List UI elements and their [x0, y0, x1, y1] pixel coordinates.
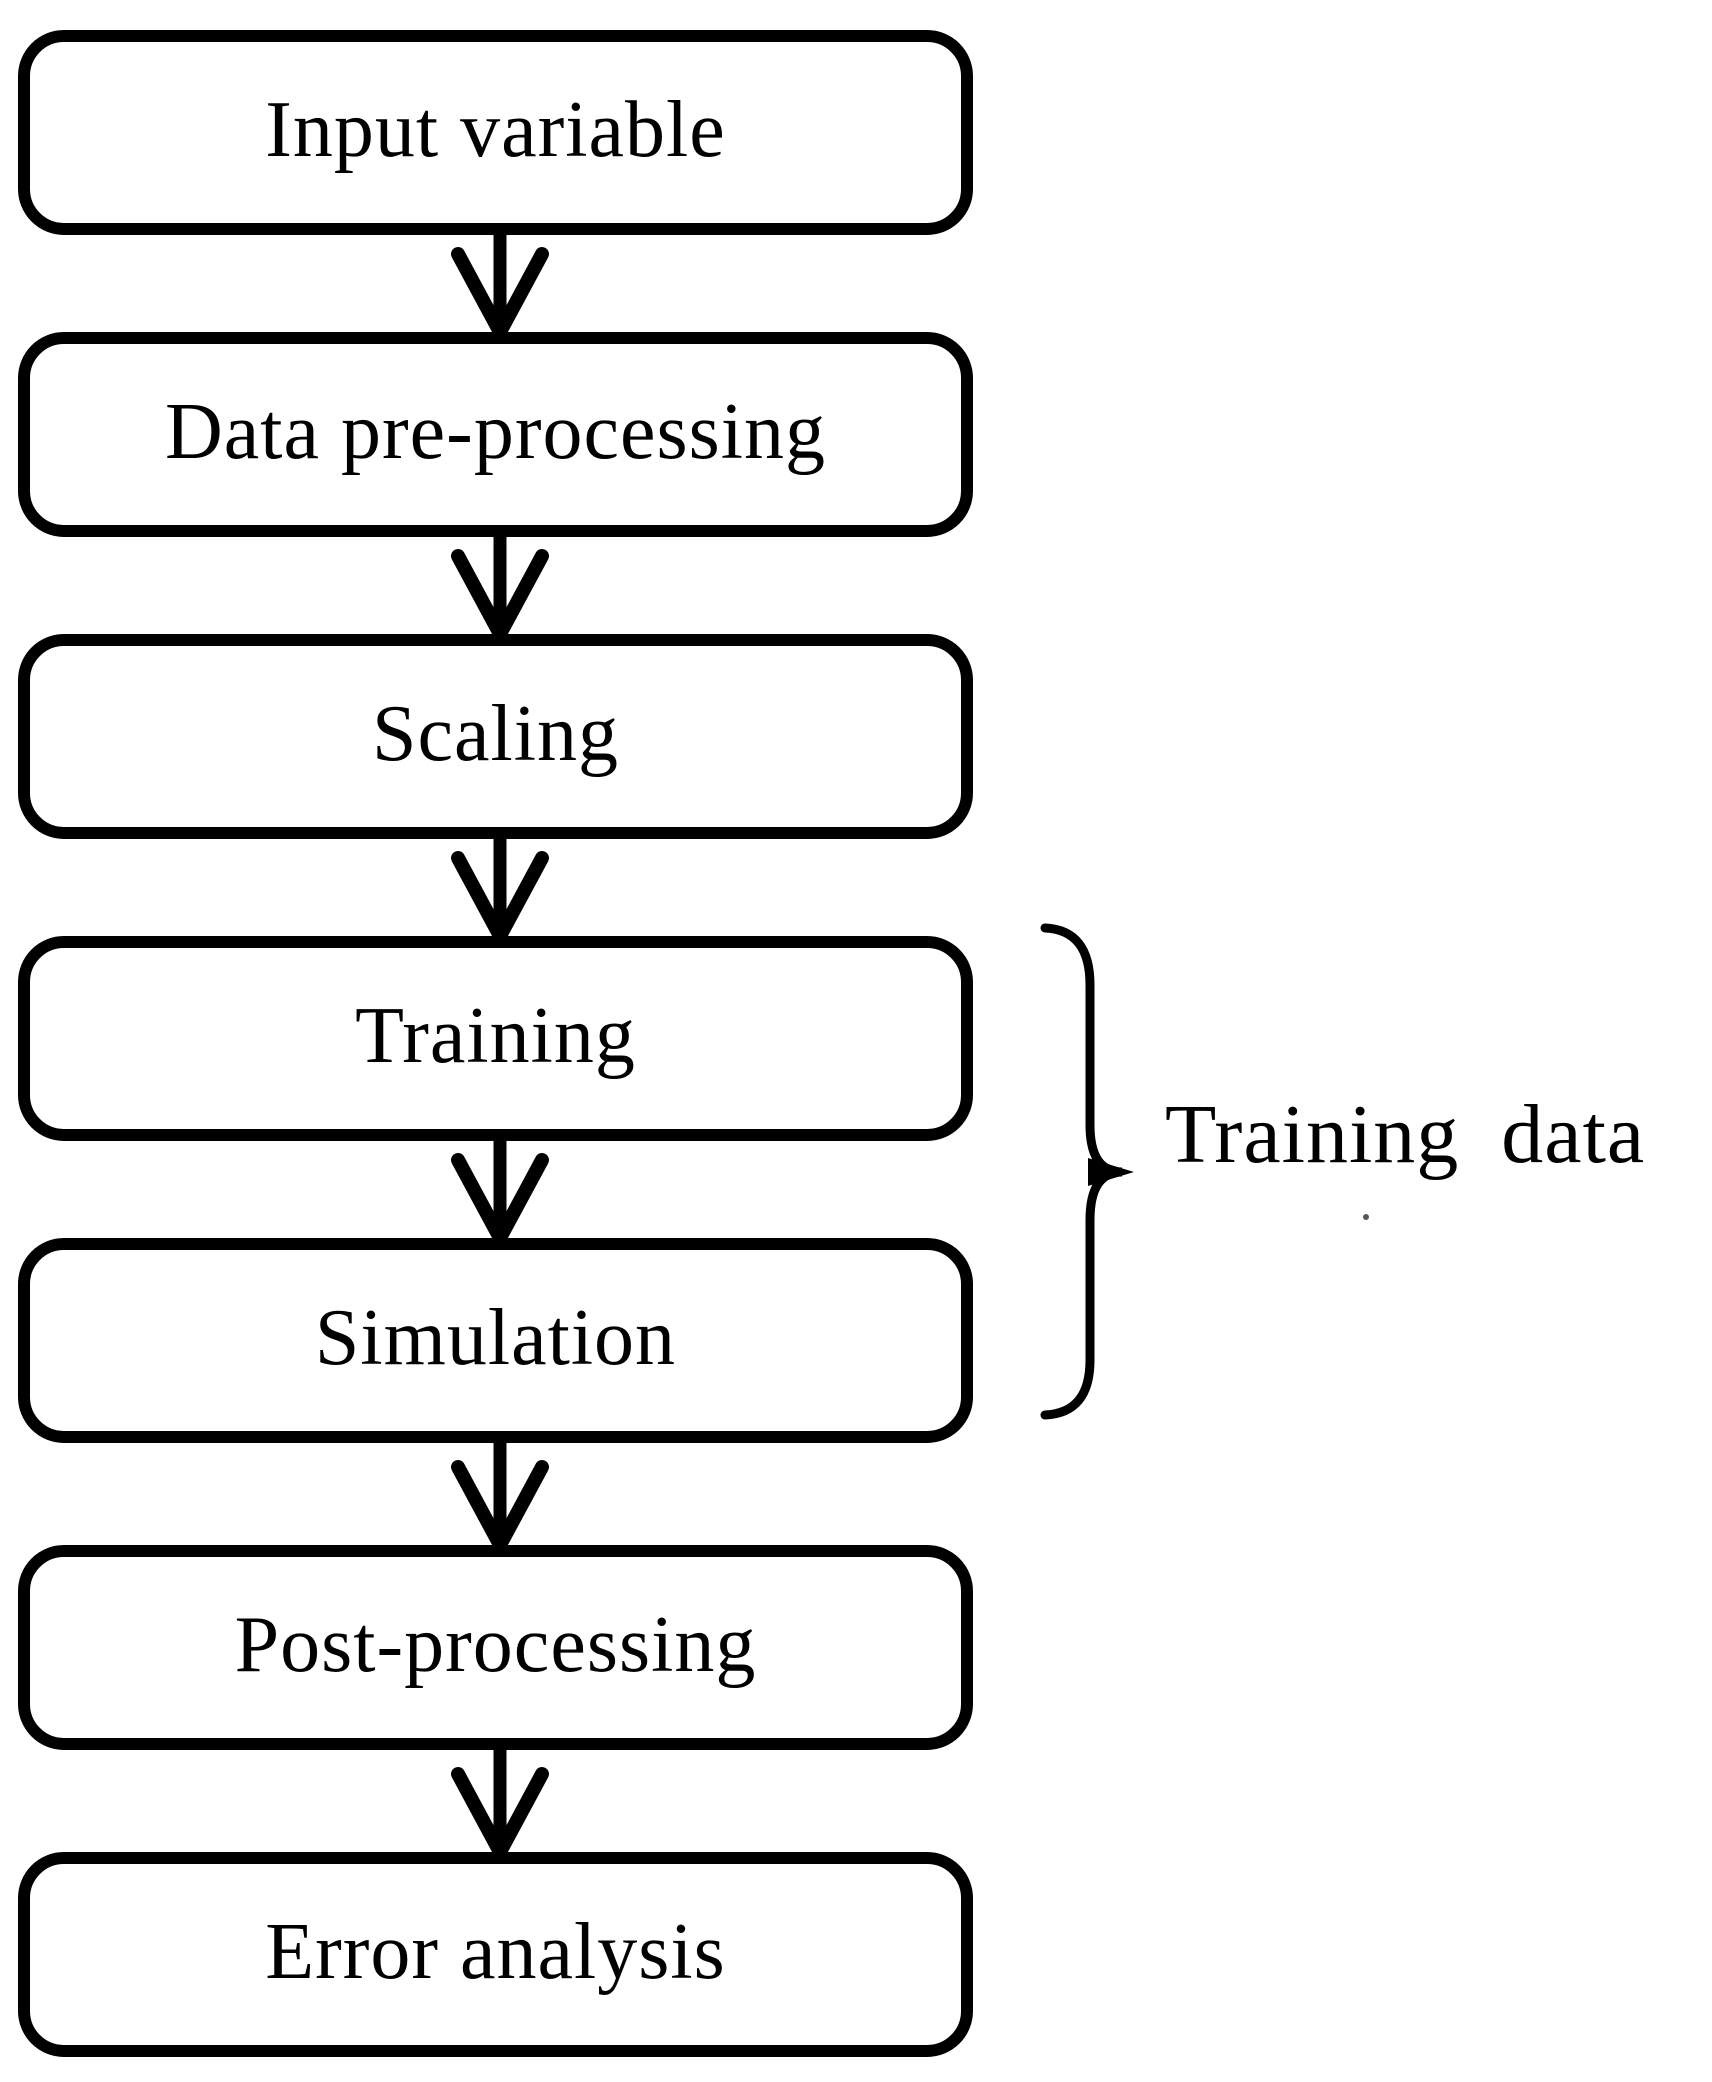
flow-box-input-variable: Input variable — [18, 30, 973, 235]
flow-box-data-pre-processing: Data pre-processing — [18, 332, 973, 537]
arrow-down-icon — [451, 1437, 549, 1551]
flow-box-training: Training — [18, 936, 973, 1141]
arrow-down-icon — [451, 1744, 549, 1858]
flow-box-scaling: Scaling — [18, 634, 973, 839]
flow-box-label: Training — [355, 991, 636, 1080]
training-data-brace — [1040, 923, 1134, 1420]
arrow-down-icon — [451, 833, 549, 942]
arrow-down-icon — [451, 229, 549, 338]
flow-box-error-analysis: Error analysis — [18, 1852, 973, 2057]
flow-box-label: Scaling — [372, 689, 619, 778]
arrow-down-icon — [451, 1135, 549, 1244]
training-data-label: Training data — [1165, 1088, 1646, 1181]
arrow-down-icon — [451, 531, 549, 640]
flow-box-post-processing: Post-processing — [18, 1545, 973, 1750]
flow-box-label: Simulation — [314, 1293, 677, 1382]
flow-box-label: Input variable — [265, 85, 726, 174]
stray-dot — [1363, 1214, 1369, 1220]
flow-box-label: Data pre-processing — [165, 387, 826, 476]
flow-box-simulation: Simulation — [18, 1238, 973, 1443]
flow-box-label: Post-processing — [234, 1600, 757, 1689]
flow-box-label: Error analysis — [265, 1907, 726, 1996]
